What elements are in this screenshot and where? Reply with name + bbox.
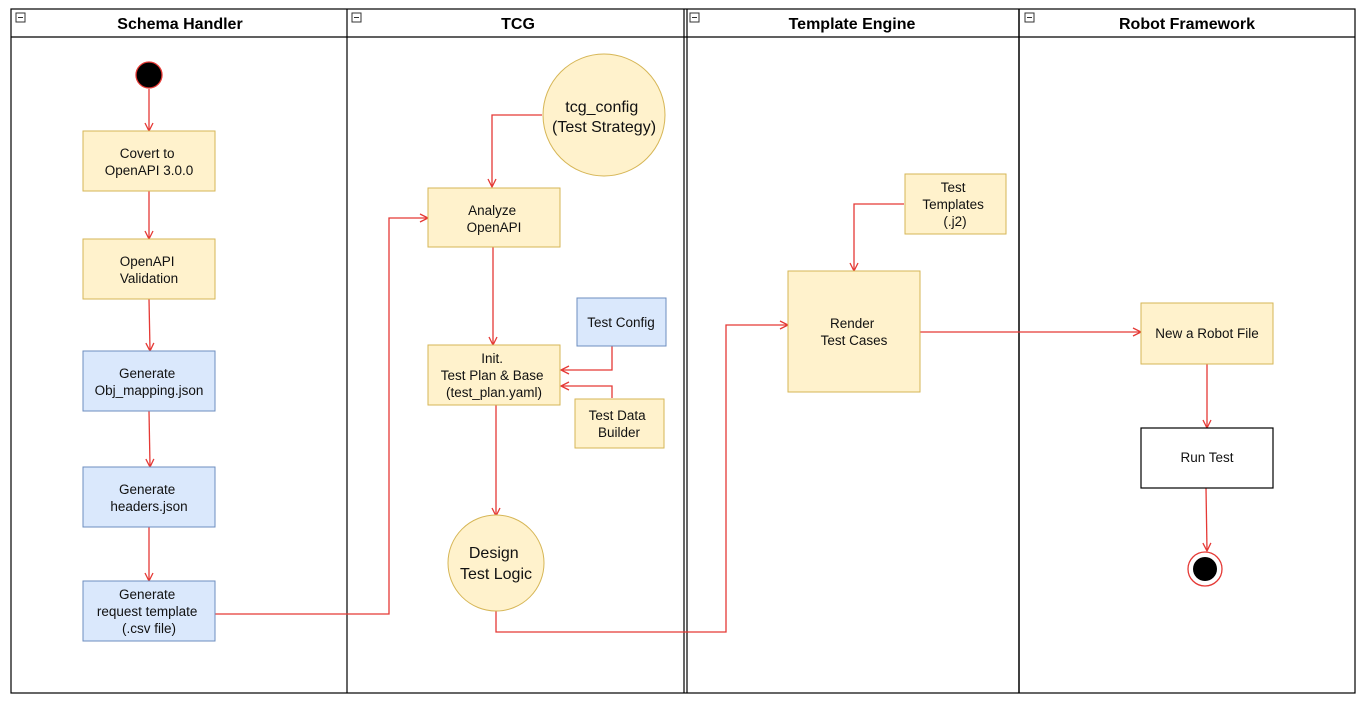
svg-text:Generate headers.json: Generate headers.json <box>110 482 187 514</box>
connector <box>562 386 613 398</box>
svg-text:Generate request templat: Generate request template (.csv file) <box>97 587 201 636</box>
end-node <box>1187 551 1223 587</box>
node-design-test-logic[interactable]: Design Test Logic <box>447 514 545 612</box>
node-init-test-plan[interactable]: Init. Test Plan & Base (test_plan.yaml) <box>427 344 561 406</box>
collapse-icon[interactable] <box>15 12 26 23</box>
collapse-icon[interactable] <box>1024 12 1035 23</box>
node-run-test[interactable]: Run Test <box>1140 427 1274 489</box>
node-generate-obj-mapping[interactable]: Generate Obj_mapping.json <box>82 350 216 412</box>
start-node <box>135 61 163 89</box>
node-analyze-openapi[interactable]: Analyze OpenAPI <box>427 187 561 248</box>
svg-text:Analyze OpenAPI: Analyze OpenAPI <box>467 203 522 235</box>
node-generate-headers[interactable]: Generate headers.json <box>82 466 216 528</box>
svg-text:Test Data Builder: Test Data Builder <box>589 408 650 440</box>
lane-title-robot-framework: Robot Framework <box>1119 16 1255 33</box>
svg-text:Run Test: Run Test <box>1180 450 1233 465</box>
connector <box>149 298 150 350</box>
node-test-templates[interactable]: Test Templates (.j2) <box>904 173 1007 235</box>
svg-text:New a Robot File: New a Robot File <box>1155 326 1259 341</box>
svg-text:Render Test Cases: Render Test Cases <box>821 316 888 348</box>
connectors <box>149 89 1207 633</box>
connector <box>149 410 150 466</box>
node-render-test-cases[interactable]: Render Test Cases <box>787 270 921 393</box>
lane-title-tcg: TCG <box>501 16 535 33</box>
node-tcg-config[interactable]: tcg_config (Test Strategy) <box>542 53 666 177</box>
connector <box>1206 487 1207 550</box>
collapse-icon[interactable] <box>689 12 700 23</box>
connector <box>495 325 787 633</box>
node-test-data-builder[interactable]: Test Data Builder <box>574 398 665 449</box>
connector <box>492 114 542 186</box>
node-convert-openapi[interactable]: Covert to OpenAPI 3.0.0 <box>82 130 216 192</box>
swimlanes <box>10 8 1356 694</box>
svg-text:OpenAPI Validation: OpenAPI Validation <box>120 254 179 286</box>
lane-title-schema-handler: Schema Handler <box>117 16 242 33</box>
svg-text:Design Test Logic: Design Test Logic <box>460 545 532 583</box>
node-generate-request-template[interactable]: Generate request template (.csv file) <box>82 580 216 642</box>
connector <box>215 218 427 615</box>
collapse-icon[interactable] <box>351 12 362 23</box>
svg-text:Init. Test Plan & Base: Init. Test Plan & Base (test_plan.yaml) <box>441 351 548 400</box>
svg-text:Covert to OpenAPI 3.0.0: Covert to OpenAPI 3.0.0 <box>105 146 194 178</box>
connector <box>854 203 904 270</box>
node-openapi-validation[interactable]: OpenAPI Validation <box>82 238 216 300</box>
node-new-robot-file[interactable]: New a Robot File <box>1140 302 1274 365</box>
connector <box>562 346 613 370</box>
svg-text:Test Templates (.j: Test Templates (.j2) <box>922 180 987 229</box>
svg-text:tcg_config (Test Strateg: tcg_config (Test Strategy) <box>552 99 656 136</box>
node-test-config[interactable]: Test Config <box>576 297 667 347</box>
lane-title-template-engine: Template Engine <box>789 16 916 33</box>
svg-text:Generate Obj_mapping.jso: Generate Obj_mapping.json <box>95 366 204 398</box>
svg-text:Test Config: Test Config <box>587 315 655 330</box>
